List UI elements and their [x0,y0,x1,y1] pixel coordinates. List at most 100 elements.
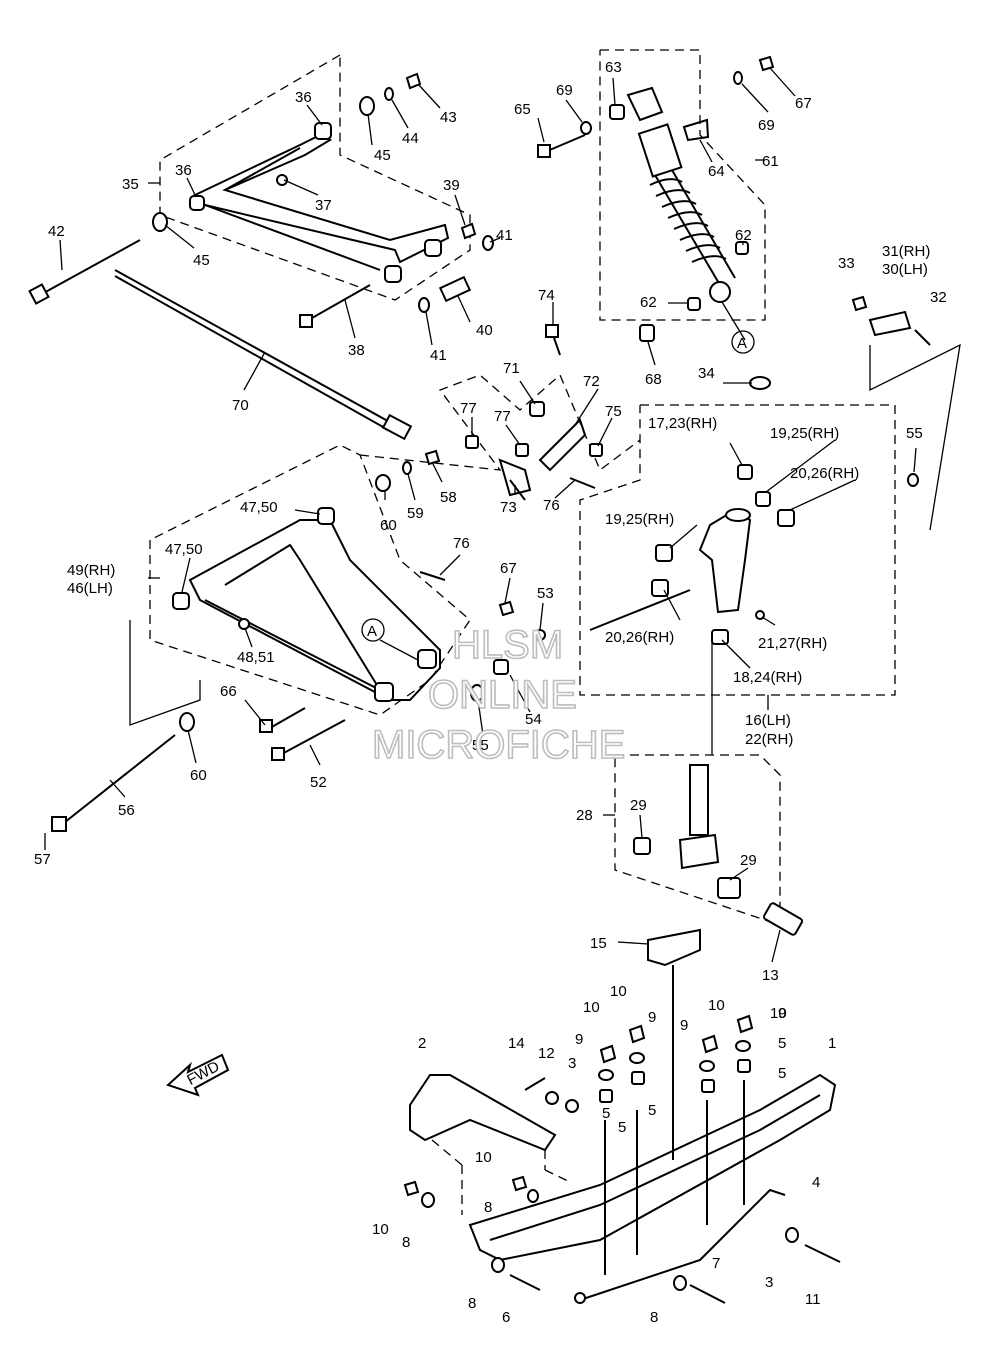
callout-6: 6 [502,1309,510,1326]
callout-62a: 62 [735,227,752,244]
callout-21-27: 21,27(RH) [758,635,827,652]
callout-77b: 77 [494,408,511,425]
lower-a-arm [51,449,546,832]
callout-31-rh: 31(RH) [882,243,930,260]
callout-53: 53 [537,585,554,602]
callout-67a: 67 [795,95,812,112]
callout-20-26b: 20,26(RH) [605,629,674,646]
callout-36a: 36 [295,89,312,106]
callout-39: 39 [443,177,460,194]
watermark: HLSM ONLINE MICROFICHE [371,622,626,768]
callout-5c: 5 [602,1105,610,1122]
callout-58: 58 [440,489,457,506]
bolt-42 [28,239,141,305]
callout-1: 1 [828,1035,836,1052]
callout-10b: 10 [583,999,600,1016]
callout-20-26a: 20,26(RH) [790,465,859,482]
callout-5e: 5 [648,1102,656,1119]
upper-a-arm [189,122,450,283]
leader-lines [44,67,917,963]
callout-7: 7 [712,1255,720,1272]
callout-22-rh: 22(RH) [745,731,793,748]
callout-57: 57 [34,851,51,868]
callout-16-lh: 16(LH) [745,712,791,729]
callout-48-51: 48,51 [237,649,275,666]
callout-56: 56 [118,802,135,819]
callout-44: 44 [402,130,419,147]
callout-37: 37 [315,197,332,214]
fwd-arrow-icon [166,1053,230,1097]
callout-65: 65 [514,101,531,118]
callout-8a: 8 [402,1234,410,1251]
callout-59: 59 [407,505,424,522]
callout-28: 28 [576,807,593,824]
callout-9c: 9 [680,1017,688,1034]
callout-63: 63 [605,59,622,76]
spindle-housing [589,295,931,645]
callout-60b: 60 [190,767,207,784]
callout-41a: 41 [496,227,513,244]
callout-12: 12 [538,1045,555,1062]
callout-76b: 76 [453,535,470,552]
callout-19-25b: 19,25(RH) [605,511,674,528]
callout-32: 32 [930,289,947,306]
callout-29a: 29 [630,797,647,814]
bolt-38 [299,284,371,328]
callout-69a: 69 [556,82,573,99]
callout-34: 34 [698,365,715,382]
callout-61: 61 [762,153,779,170]
callout-49-rh: 49(RH) [67,562,115,579]
marker-a-shock: A [737,335,747,352]
watermark-line1: HLSM [452,623,563,667]
callout-47-50b: 47,50 [165,541,203,558]
callout-2: 2 [418,1035,426,1052]
callout-15: 15 [590,935,607,952]
callout-11: 11 [805,1291,821,1308]
callout-3a: 3 [568,1055,576,1072]
callout-74: 74 [538,287,555,304]
callout-5b: 5 [778,1035,786,1052]
callout-14: 14 [508,1035,525,1052]
callout-46-lh: 46(LH) [67,580,113,597]
callout-55b: 55 [472,737,489,754]
callout-71: 71 [503,360,520,377]
callout-38: 38 [348,342,365,359]
callout-68: 68 [645,371,662,388]
callout-9b: 9 [575,1031,583,1048]
callout-62b: 62 [640,294,657,311]
tie-rod-70 [114,269,413,441]
callout-36b: 36 [175,162,192,179]
callout-5d: 5 [618,1119,626,1136]
callout-40: 40 [476,322,493,339]
callout-72: 72 [583,373,600,390]
callout-73: 73 [500,499,517,516]
callout-66: 66 [220,683,237,700]
callout-60a: 60 [380,517,397,534]
callout-47-50a: 47,50 [240,499,278,516]
callout-19-25a: 19,25(RH) [770,425,839,442]
callout-13: 13 [762,967,779,984]
callout-30-lh: 30(LH) [882,261,928,278]
assembly-boundaries [129,49,961,926]
callout-64: 64 [708,163,725,180]
shock-absorber [537,55,775,342]
reference-markers: A A [361,330,755,661]
callout-76a: 76 [543,497,560,514]
callout-10c: 10 [708,997,725,1014]
callout-54: 54 [525,711,542,728]
callout-77a: 77 [460,400,477,417]
callout-8b: 8 [484,1199,492,1216]
callout-29b: 29 [740,852,757,869]
watermark-line3: MICROFICHE [372,723,625,767]
callout-3b: 3 [765,1274,773,1291]
callout-55a: 55 [906,425,923,442]
damper-15 [647,928,701,1160]
callout-35: 35 [122,176,139,193]
callout-9a: 9 [648,1009,656,1026]
steering-linkage [465,324,603,501]
callout-10a: 10 [610,983,627,1000]
callout-75: 75 [605,403,622,420]
callout-45a: 45 [374,147,391,164]
spindle-28 [633,764,803,936]
